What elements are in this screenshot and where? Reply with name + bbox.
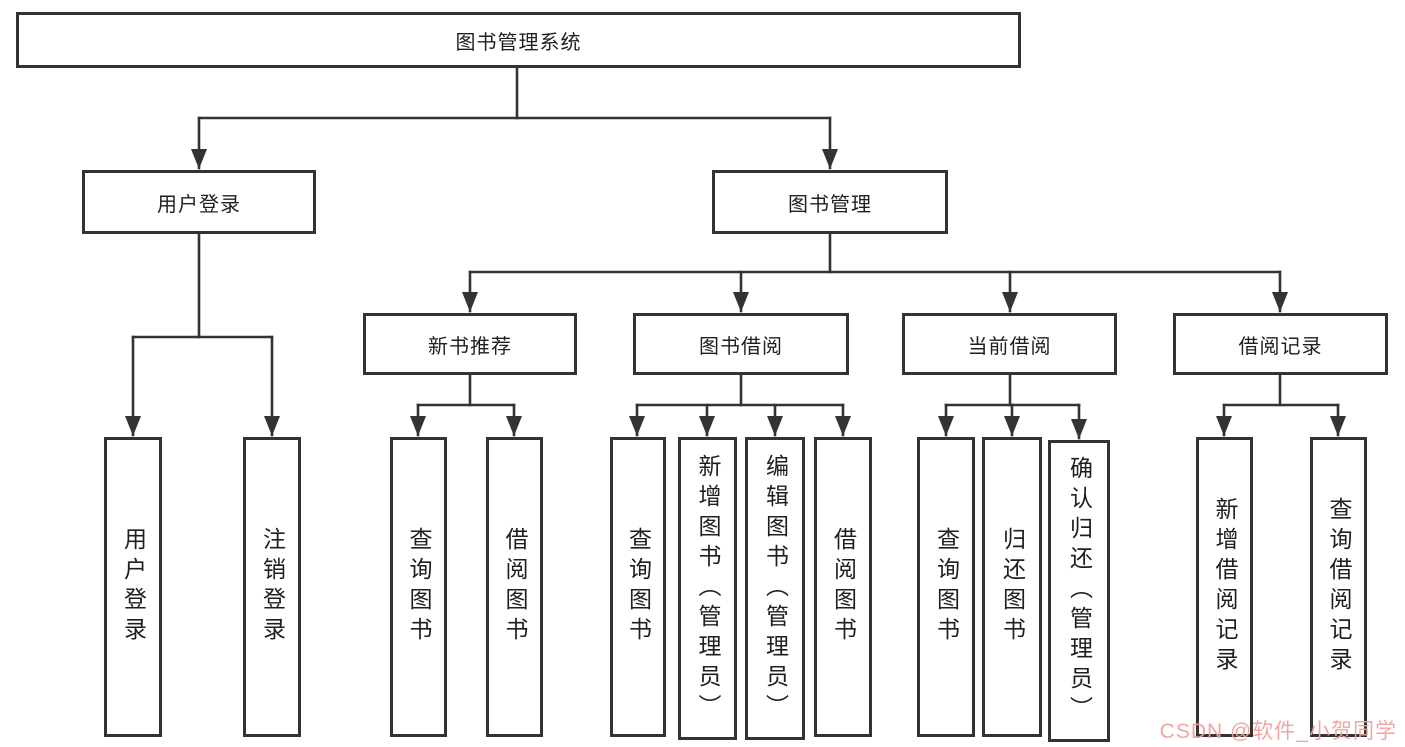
leaf-user-login-label: 用户登录 xyxy=(120,527,147,647)
csdn-watermark: CSDN @软件_小贺同学 xyxy=(1159,720,1397,743)
node-borrowing-records: 借阅记录 xyxy=(1173,313,1388,375)
leaf-borrow-query-books-label: 查询图书 xyxy=(625,527,652,647)
leaf-borrow-add-books-admin: 新增图书（管理员） xyxy=(678,437,737,740)
leaf-newrec-query-books: 查询图书 xyxy=(390,437,447,737)
leaf-borrow-query-books: 查询图书 xyxy=(610,437,666,737)
leaf-newrec-borrow-books-label: 借阅图书 xyxy=(502,527,528,647)
node-book-borrowing: 图书借阅 xyxy=(633,313,849,375)
node-user-login: 用户登录 xyxy=(82,170,316,234)
leaf-current-confirm-return-admin: 确认归还（管理员） xyxy=(1048,440,1110,742)
node-library-management-system: 图书管理系统 xyxy=(16,12,1021,68)
leaf-records-add-record-label: 新增借阅记录 xyxy=(1212,497,1238,677)
leaf-user-login: 用户登录 xyxy=(104,437,162,737)
leaf-borrow-add-books-admin-label: 新增图书（管理员） xyxy=(695,453,721,724)
leaf-borrow-borrow-books-label: 借阅图书 xyxy=(830,527,857,647)
leaf-records-add-record: 新增借阅记录 xyxy=(1196,437,1253,737)
leaf-current-query-books: 查询图书 xyxy=(917,437,975,737)
leaf-current-confirm-return-admin-label: 确认归还（管理员） xyxy=(1066,456,1093,726)
leaf-logout: 注销登录 xyxy=(243,437,301,737)
leaf-current-return-books: 归还图书 xyxy=(982,437,1042,737)
node-current-borrowing: 当前借阅 xyxy=(902,313,1117,375)
leaf-records-query-record: 查询借阅记录 xyxy=(1310,437,1367,737)
leaf-newrec-borrow-books: 借阅图书 xyxy=(486,437,543,737)
leaf-records-query-record-label: 查询借阅记录 xyxy=(1326,497,1352,677)
leaf-borrow-edit-books-admin-label: 编辑图书（管理员） xyxy=(762,453,789,724)
node-new-book-recommendation: 新书推荐 xyxy=(363,313,577,375)
node-book-management: 图书管理 xyxy=(712,170,948,234)
leaf-newrec-query-books-label: 查询图书 xyxy=(406,527,432,647)
leaf-current-query-books-label: 查询图书 xyxy=(933,527,960,647)
leaf-current-return-books-label: 归还图书 xyxy=(999,527,1026,647)
leaf-borrow-borrow-books: 借阅图书 xyxy=(814,437,872,737)
leaf-logout-label: 注销登录 xyxy=(259,527,286,647)
leaf-borrow-edit-books-admin: 编辑图书（管理员） xyxy=(745,437,805,740)
